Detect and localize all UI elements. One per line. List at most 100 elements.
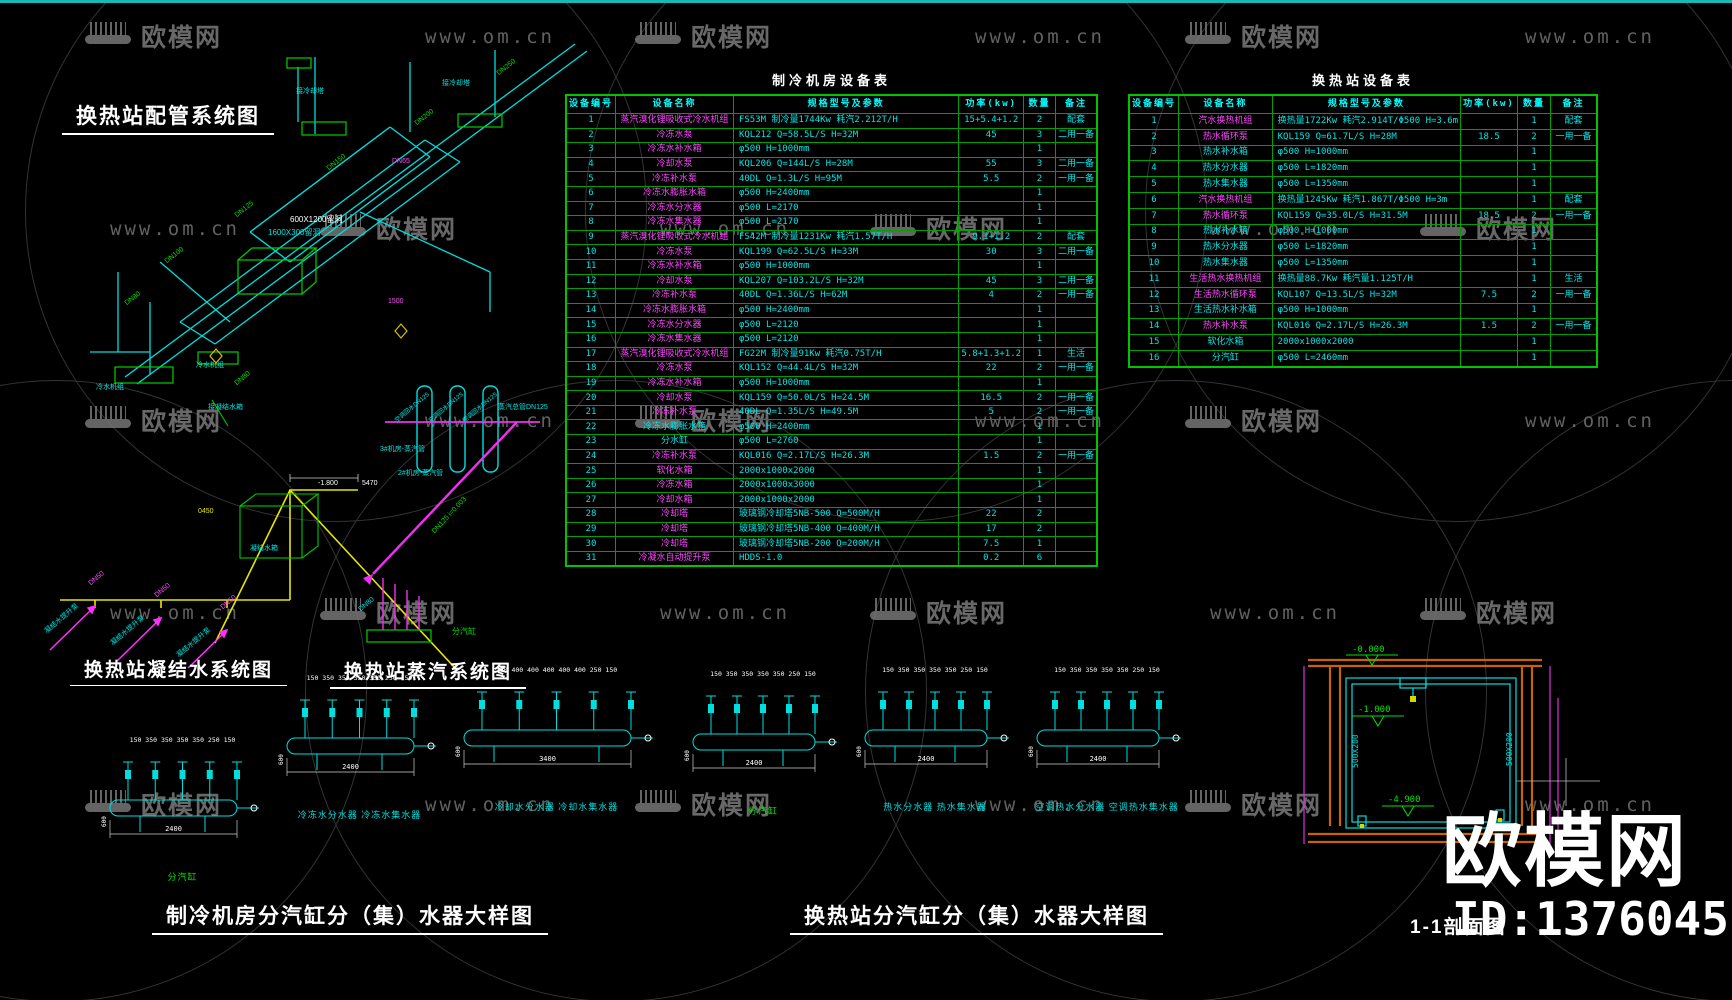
cell-note [1550, 349, 1598, 368]
manifold-length-dim: 2400 [1090, 755, 1107, 763]
cell-qty: 1 [1023, 463, 1056, 479]
cell-note [1054, 507, 1098, 523]
cell-name: 热水集水器 [1178, 176, 1273, 193]
cell-name: 冷冻水补水箱 [615, 142, 734, 158]
cell-name: 热水补水箱 [1178, 223, 1273, 241]
pipe-label: 接冷却塔 [442, 80, 470, 87]
cell-power [1460, 239, 1518, 257]
manifold-length-dim: 2400 [746, 759, 763, 767]
cell-no: 9 [1128, 239, 1180, 257]
title-hx-detail: 换热站分汽缸分（集）水器大样图 [790, 900, 1163, 935]
cell-no: 10 [1128, 255, 1180, 272]
cell-note [1550, 255, 1598, 272]
cell-no: 11 [1128, 270, 1180, 288]
cell-power: 30 [958, 244, 1025, 260]
cell-qty: 1 [1516, 302, 1552, 320]
watermark-brand-logo: 欧模网 [320, 594, 457, 630]
cell-note: 一用一备 [1550, 207, 1598, 225]
cell-spec: 2000x1000x2000 [732, 463, 960, 479]
cell-spec: KQL152 Q=44.4L/S H=32M [732, 361, 960, 377]
cell-no: 2 [1128, 128, 1180, 146]
cell-note [1550, 223, 1598, 241]
cell-name: 分汽缸 [1178, 349, 1273, 368]
table-header-row: 设备编号设备名称规格型号及参数功率(kw)数量备注 [1128, 94, 1598, 114]
cell-no: 1 [1128, 113, 1180, 130]
cell-no: 14 [1128, 318, 1180, 336]
cell-no: 7 [1128, 207, 1180, 225]
cell-no: 21 [565, 404, 617, 421]
cell-no: 6 [1128, 191, 1180, 209]
cell-qty: 1 [1516, 176, 1552, 193]
cell-spec: KQL016 Q=2.17L/S H=26.3M [732, 448, 960, 465]
elevation-mid: -1.000 [1358, 705, 1391, 715]
cell-name: 冷冻水膨胀水箱 [615, 419, 734, 436]
cell-qty: 2 [1516, 318, 1552, 336]
table-header-cell: 规格型号及参数 [732, 94, 960, 114]
watermark-brand-text: 欧模网 [1241, 408, 1323, 436]
cell-name: 冷冻水膨胀水箱 [615, 302, 734, 319]
cell-name: 热水集水器 [1178, 255, 1273, 272]
watermark-url-text: www.om.cn [1525, 794, 1655, 816]
cell-note: 一用一备 [1054, 361, 1098, 377]
cell-spec: KQL207 Q=103.2L/S H=32M [732, 273, 960, 290]
manifold-length-dim: 3400 [539, 755, 556, 763]
watermark-brand-text: 欧模网 [376, 600, 458, 628]
cell-spec: KQL206 Q=144L/S H=28M [732, 156, 960, 173]
cell-spec: φ500 L=2120 [732, 317, 960, 333]
cell-no: 15 [1128, 334, 1180, 351]
cell-power: 5.8+1.3+1.2 [958, 346, 1025, 363]
cell-note: 生活 [1054, 346, 1098, 363]
cell-power [958, 331, 1025, 348]
cell-note [1054, 185, 1098, 202]
cell-name: 冷冻水补水箱 [615, 375, 734, 392]
cell-note: 生活 [1550, 270, 1598, 288]
cell-spec: KQL159 Q=61.7L/S H=28M [1271, 128, 1462, 146]
title-piping: 换热站配管系统图 [62, 100, 274, 135]
steam-system-diagram [363, 385, 540, 643]
cell-spec: 40DL Q=1.35L/S H=49.5M [732, 404, 960, 421]
duct-size-left: 500X200 [1351, 734, 1360, 768]
cell-note: 一用一备 [1550, 286, 1598, 304]
top-accent-line [0, 0, 1732, 3]
watermark-brand-text: 欧模网 [141, 24, 223, 52]
cell-no: 23 [565, 434, 617, 450]
manifold-top-dims: 150 350 350 350 350 250 150 [307, 674, 413, 682]
pipe-label: 蒸汽总管DN125 [498, 404, 548, 411]
cell-no: 13 [565, 288, 617, 304]
manifold-detail: 150 350 350 350 350 250 150 2400 600 冷冻水… [277, 670, 442, 830]
cell-name: 热水分水器 [1178, 160, 1273, 178]
cell-note: 一用一备 [1054, 288, 1098, 304]
cell-name: 热水循环泵 [1178, 128, 1273, 146]
manifold-detail: 150 350 350 350 350 250 150 2400 600 热水分… [855, 662, 1015, 822]
manifold-side-dim: 600 [856, 746, 863, 757]
table-header-cell: 设备名称 [1178, 94, 1273, 114]
pipe-label: 1500 [388, 298, 404, 305]
cell-qty: 2 [1023, 507, 1056, 523]
cell-no: 4 [1128, 160, 1180, 178]
cell-note [1054, 521, 1098, 538]
watermark-brand-text: 欧模网 [376, 216, 458, 244]
cell-power: 0.2 [958, 550, 1025, 567]
sofa-icon [1185, 22, 1231, 50]
cell-spec: KQL159 Q=35.0L/S H=31.5M [1271, 207, 1462, 225]
cell-qty: 6 [1023, 550, 1056, 567]
manifold-length-dim: 2400 [918, 755, 935, 763]
cell-power [1460, 223, 1518, 241]
cell-no: 7 [565, 200, 617, 217]
cell-power [958, 258, 1025, 275]
manifold-detail: 150 350 350 350 350 250 150 2400 600 分汽缸 [100, 732, 265, 892]
watermark-brand-text: 欧模网 [1476, 600, 1558, 628]
cell-power: 17 [958, 521, 1025, 538]
title-chiller-detail: 制冷机房分汽缸分（集）水器大样图 [152, 900, 548, 935]
cell-power: 5 [958, 404, 1025, 421]
cell-note [1054, 215, 1098, 231]
